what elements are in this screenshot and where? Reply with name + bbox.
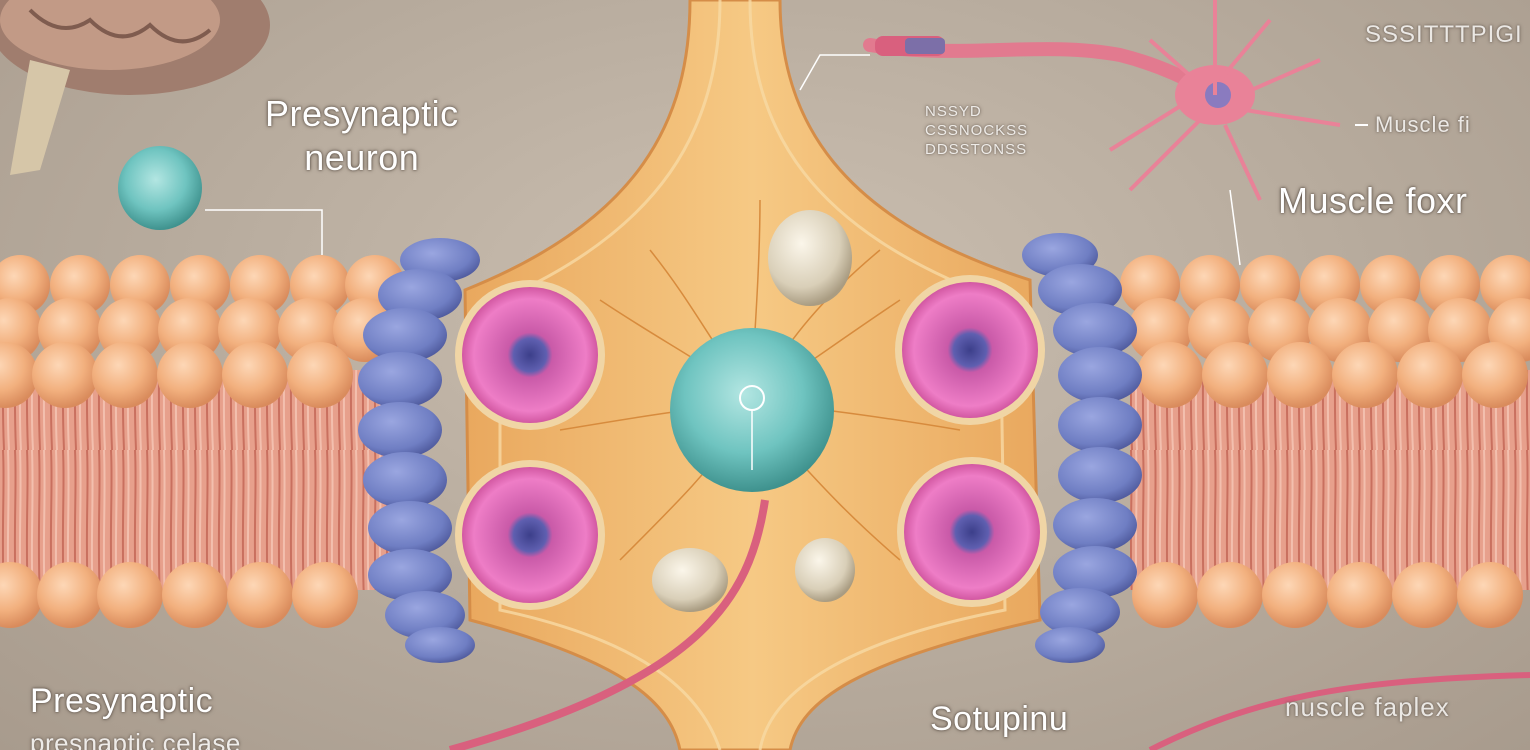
- membrane-left: [0, 255, 405, 628]
- vesicle-teal-left: [118, 146, 202, 230]
- label-faint-center-line3: DDSSTONSS: [925, 141, 1028, 158]
- ion-channel-right: [1022, 233, 1142, 663]
- membrane-right: [1120, 255, 1530, 628]
- label-bottom-left-line1: Presynaptic: [30, 682, 214, 720]
- label-bottom-center: Sotupinu: [930, 700, 1069, 738]
- label-faint-center-line2: CSSNOCKSS: [925, 122, 1029, 139]
- label-muscle-fiber: Muscle foxr: [1278, 180, 1468, 221]
- brain-structure: [0, 0, 270, 175]
- axon-lower: [448, 499, 769, 750]
- label-faint-center-line1: NSSYD: [925, 103, 982, 120]
- label-presynaptic-neuron-line1: Presynaptic: [265, 93, 459, 134]
- label-bottom-left: Presynaptic presnaptic celase: [30, 680, 241, 750]
- vesicle-teal-center: [670, 328, 834, 492]
- label-top-right: SSSITTTPIGI: [1365, 21, 1523, 48]
- label-presynaptic-neuron: Presynaptic neuron: [265, 92, 459, 180]
- label-faint-center: NSSYD CSSNOCKSS DDSSTONSS: [925, 102, 1028, 159]
- ion-channel-left: [358, 238, 480, 663]
- label-muscle-small: Muscle fi: [1375, 112, 1471, 137]
- axon-right: [1148, 672, 1530, 750]
- synaptic-vesicles: [652, 210, 855, 612]
- label-presynaptic-neuron-line2: neuron: [304, 137, 420, 178]
- receptors: [455, 275, 1047, 610]
- label-bottom-right: nuscle faplex: [1285, 692, 1450, 722]
- label-bottom-left-line2: presnaptic celase: [30, 728, 241, 750]
- muscle-neuron: [863, 0, 1341, 201]
